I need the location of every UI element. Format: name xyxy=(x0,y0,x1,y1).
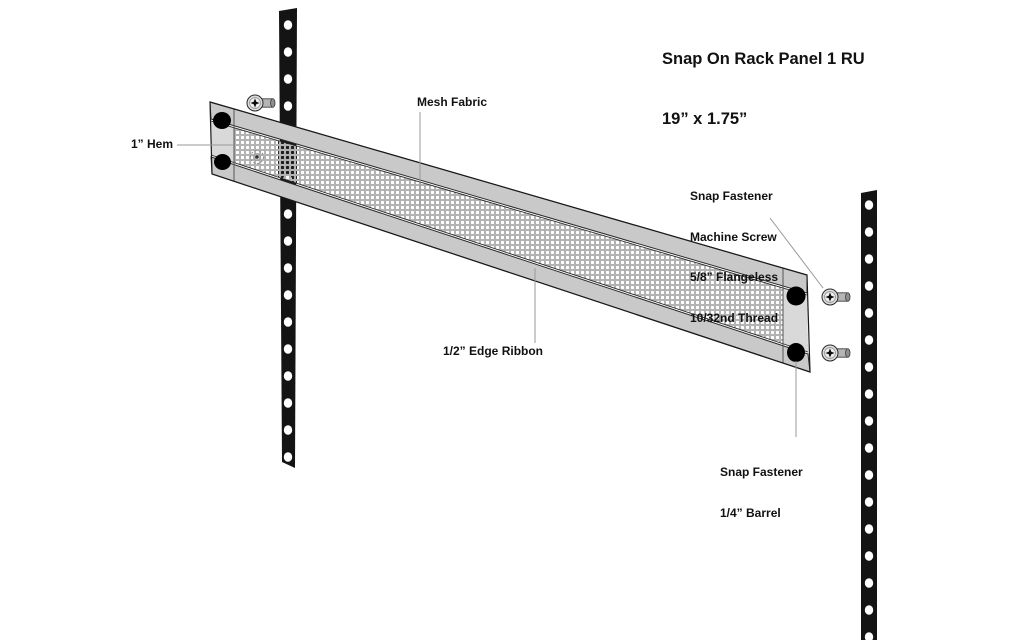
machine-screw-line-1: Snap Fastener xyxy=(690,189,773,203)
snap-fastener-bottom-right xyxy=(787,343,805,362)
barrel-line-2: 1/4” Barrel xyxy=(720,505,781,520)
left-rack-rail xyxy=(279,8,297,468)
rack-panel xyxy=(209,101,811,373)
left-hem-area xyxy=(211,121,234,163)
barrel-line-1: Snap Fastener xyxy=(720,465,803,479)
left-rail-holes xyxy=(279,8,297,468)
right-hem-area xyxy=(783,288,808,352)
machine-screw-line-2: Machine Screw xyxy=(690,229,777,244)
panel-outline xyxy=(209,101,811,373)
label-barrel: Snap Fastener 1/4” Barrel xyxy=(720,439,803,547)
label-mesh-fabric: Mesh Fabric xyxy=(417,95,488,109)
right-rail-holes xyxy=(861,190,877,640)
machine-screw-top-right xyxy=(821,288,851,306)
machine-screw-line-4: 10/32nd Thread xyxy=(690,310,779,325)
machine-screw-bottom-right xyxy=(821,344,851,362)
mesh-fabric xyxy=(211,121,808,352)
leader-lines xyxy=(177,112,824,437)
machine-screw-left xyxy=(246,94,276,112)
label-hem: 1” Hem xyxy=(130,137,173,151)
diagram-title: Snap On Rack Panel 1 RU 19” x 1.75” xyxy=(662,9,865,169)
title-line-1: Snap On Rack Panel 1 RU xyxy=(662,50,865,68)
label-edge-ribbon: 1/2” Edge Ribbon xyxy=(443,344,544,358)
snap-fastener-top-left xyxy=(213,112,231,129)
barrel-through-mesh xyxy=(250,150,264,164)
mesh-top-edge-line xyxy=(210,120,808,296)
leader-machine-screw xyxy=(769,217,824,289)
label-machine-screw: Snap Fastener Machine Screw 5/8” Flangel… xyxy=(690,163,778,352)
title-line-2: 19” x 1.75” xyxy=(662,110,748,128)
mesh-bottom-edge-line xyxy=(210,154,809,353)
snap-fastener-top-right xyxy=(786,286,806,306)
machine-screw-line-3: 5/8” Flangeless xyxy=(690,270,779,284)
right-rack-rail xyxy=(861,190,877,640)
snap-fastener-bottom-left xyxy=(214,154,231,170)
